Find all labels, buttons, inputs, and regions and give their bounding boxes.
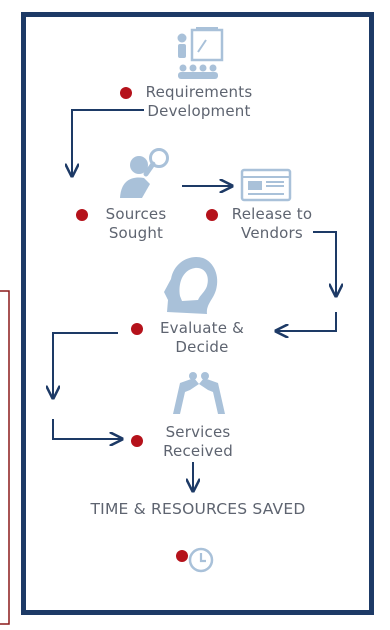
side-bracket [0,290,10,625]
step-bullet [120,87,132,99]
step-release-label: Release to Vendors [222,205,322,243]
flow-arrow [313,231,336,296]
step-bullet [76,209,88,221]
step-services-label: Services Received [148,423,248,461]
label-line: Decide [175,338,229,356]
label-line: Received [163,442,233,460]
step-bullet [206,209,218,221]
step-bullet [176,550,188,562]
flow-arrow [72,109,144,176]
label-line: Evaluate & [160,319,244,337]
label-line: Sources [105,205,167,223]
person-search-icon [120,148,169,198]
browser-document-icon [240,168,292,202]
label-line: Vendors [241,224,303,242]
head-profile-icon [164,256,218,314]
label-line: Release to [231,205,313,223]
clock-icon [188,547,214,573]
step-sources-label: Sources Sought [93,205,179,243]
footer-text: TIME & RESOURCES SAVED [90,500,306,518]
flow-arrow [276,312,337,331]
label-line: Development [147,102,251,120]
handshake-icon [173,372,225,414]
label-line: Services [165,423,231,441]
flow-arrow [52,419,122,439]
presentation-icon [177,27,224,79]
step-requirements-label: Requirements Development [138,83,260,121]
step-bullet [131,435,143,447]
flow-arrow [53,332,118,398]
step-evaluate-label: Evaluate & Decide [147,319,257,357]
step-bullet [131,323,143,335]
label-line: Requirements [145,83,253,101]
label-line: Sought [108,224,164,242]
